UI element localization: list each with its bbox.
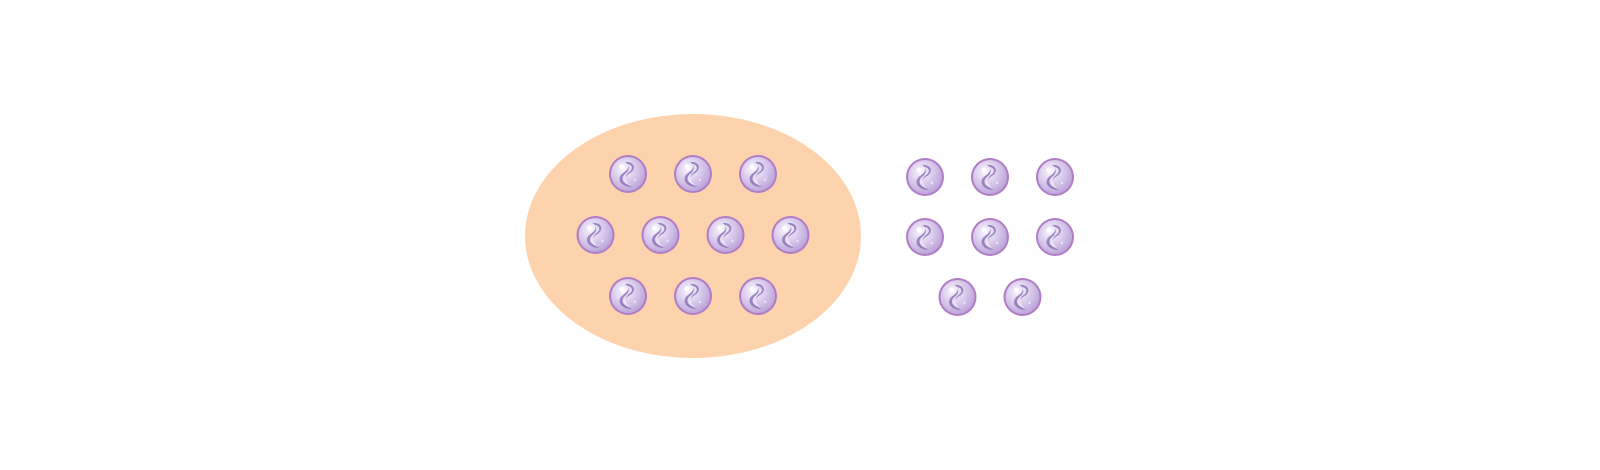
marble-icon <box>576 216 615 254</box>
marble-icon <box>609 277 647 315</box>
marble-icon <box>971 218 1009 256</box>
marble-icon <box>674 277 712 315</box>
marble-icon <box>706 216 745 254</box>
marble-icon <box>771 216 810 254</box>
marble-icon <box>739 277 777 315</box>
marble-icon <box>641 216 680 254</box>
marble-icon <box>1003 278 1042 316</box>
marble-icon <box>609 155 647 193</box>
marble-icon <box>674 155 712 193</box>
marble-icon <box>739 155 777 193</box>
marble-icon <box>938 278 977 316</box>
marble-icon <box>906 218 944 256</box>
marble-icon <box>1036 158 1074 196</box>
marble-icon <box>1036 218 1074 256</box>
marble-icon <box>906 158 944 196</box>
group-oval <box>525 114 861 358</box>
marble-icon <box>971 158 1009 196</box>
